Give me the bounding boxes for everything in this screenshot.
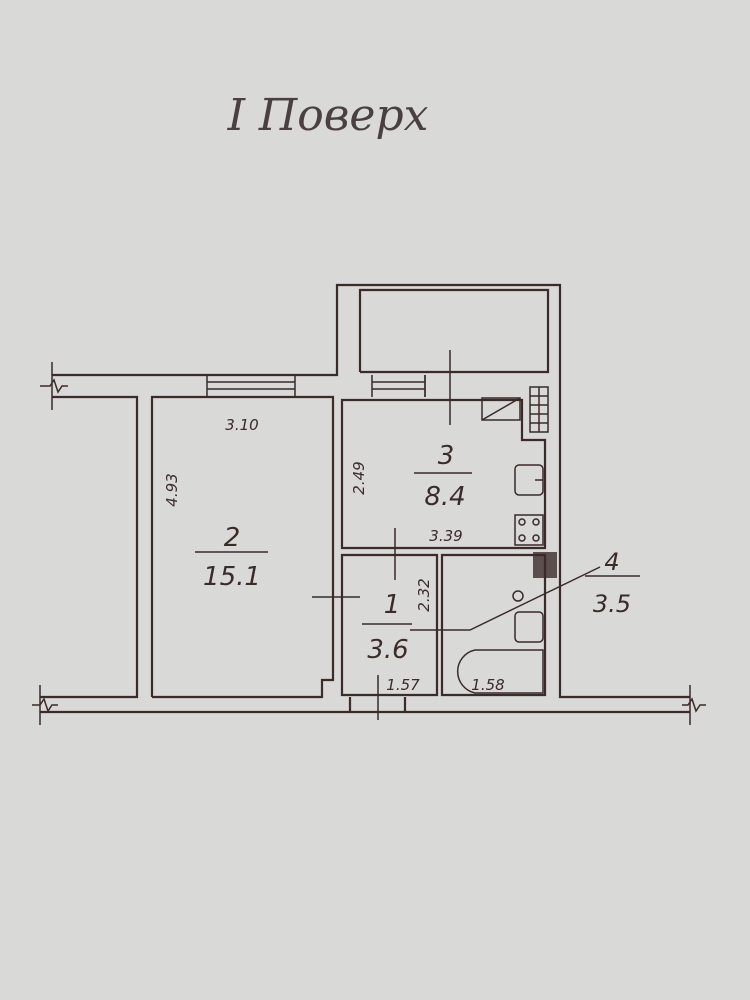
floor-title: I Поверх <box>227 90 429 141</box>
wall-break-symbols <box>32 362 706 725</box>
vent-icon <box>533 552 557 578</box>
stove-icon <box>514 514 544 546</box>
room-3-number: 3 <box>438 441 455 471</box>
room-3-area: 8.4 <box>424 482 465 512</box>
dim-bath-width: 1.58 <box>471 676 504 694</box>
room-labels: 1 3.6 2 15.1 3 8.4 4 3.5 <box>195 441 640 665</box>
dimension-labels: 3.10 4.93 2.49 3.39 2.32 1.57 1.58 <box>163 416 505 694</box>
leader-line <box>410 566 601 631</box>
fixtures <box>456 386 557 694</box>
walls <box>40 283 690 714</box>
cabinet-icon <box>481 397 521 421</box>
doors <box>312 350 451 720</box>
room-2-area: 15.1 <box>203 562 261 592</box>
dim-room2-length: 4.93 <box>163 473 181 506</box>
room-2-number: 2 <box>224 523 241 553</box>
dim-hall-length: 2.32 <box>415 578 433 611</box>
room-1-area: 3.6 <box>367 635 408 665</box>
dim-room2-width: 3.10 <box>225 416 258 434</box>
dim-hall-width: 1.57 <box>386 676 420 694</box>
bathtub-icon <box>456 649 544 694</box>
dim-kitchen-width: 3.39 <box>429 527 462 545</box>
washbasin-icon <box>514 611 544 643</box>
room-1-number: 1 <box>384 590 401 620</box>
dim-kitchen-length: 2.49 <box>350 461 368 494</box>
room-4-area: 3.5 <box>593 590 631 618</box>
toilet-icon <box>512 590 524 602</box>
windows <box>206 375 426 397</box>
room-4-number: 4 <box>604 548 619 576</box>
